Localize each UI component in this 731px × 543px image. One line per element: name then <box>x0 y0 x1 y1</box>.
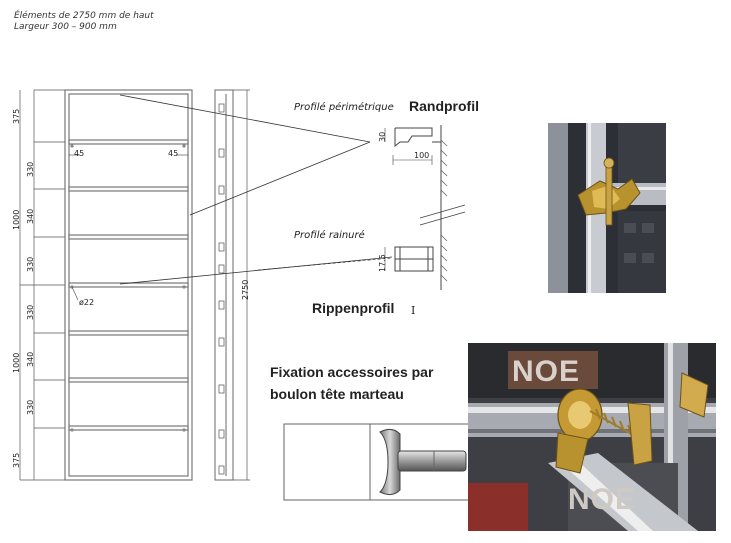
photo-noe-bottom: NOE <box>568 483 637 516</box>
dim-rippen-height: 17.5 <box>378 254 387 272</box>
dim-45-left: 45 <box>74 149 85 158</box>
dim-330-a: 330 <box>26 161 35 177</box>
label-randprofil: Randprofil <box>409 98 479 114</box>
photo-clamp-frame <box>548 123 666 293</box>
dim-45-right: 45 <box>168 149 179 158</box>
dim-340-b: 340 <box>26 351 35 367</box>
dim-hole: ø22 <box>79 298 95 307</box>
dim-330-d: 330 <box>26 399 35 415</box>
hammer-bolt-schematic <box>379 428 467 496</box>
dim-bottom: 375 <box>12 452 21 468</box>
dim-340-a: 340 <box>26 208 35 224</box>
label-profile-perimetrique: Profilé périmétrique <box>294 102 394 113</box>
dim-rand-width: 100 <box>414 151 430 160</box>
photo-clamp-closeup: NOE NOE <box>468 343 716 531</box>
dim-1000-a: 1000 <box>12 209 21 230</box>
dim-330-b: 330 <box>26 256 35 272</box>
dim-1000-b: 1000 <box>12 352 21 373</box>
header-line-1: Éléments de 2750 mm de haut <box>14 11 154 21</box>
dim-top: 375 <box>12 108 21 124</box>
label-profile-rainure: Profilé rainuré <box>294 230 365 241</box>
dim-330-c: 330 <box>26 304 35 320</box>
dim-total: 2750 <box>241 279 250 300</box>
header-line-2: Largeur 300 – 900 mm <box>14 22 117 32</box>
label-fixation-2: boulon tête marteau <box>270 386 404 402</box>
label-fixation-1: Fixation accessoires par <box>270 364 434 380</box>
dim-rand-height: 30 <box>378 131 387 142</box>
label-rippenprofil-suffix: I <box>411 304 416 317</box>
photo-noe-top: NOE <box>512 355 581 388</box>
label-rippenprofil: Rippenprofil <box>312 300 395 316</box>
